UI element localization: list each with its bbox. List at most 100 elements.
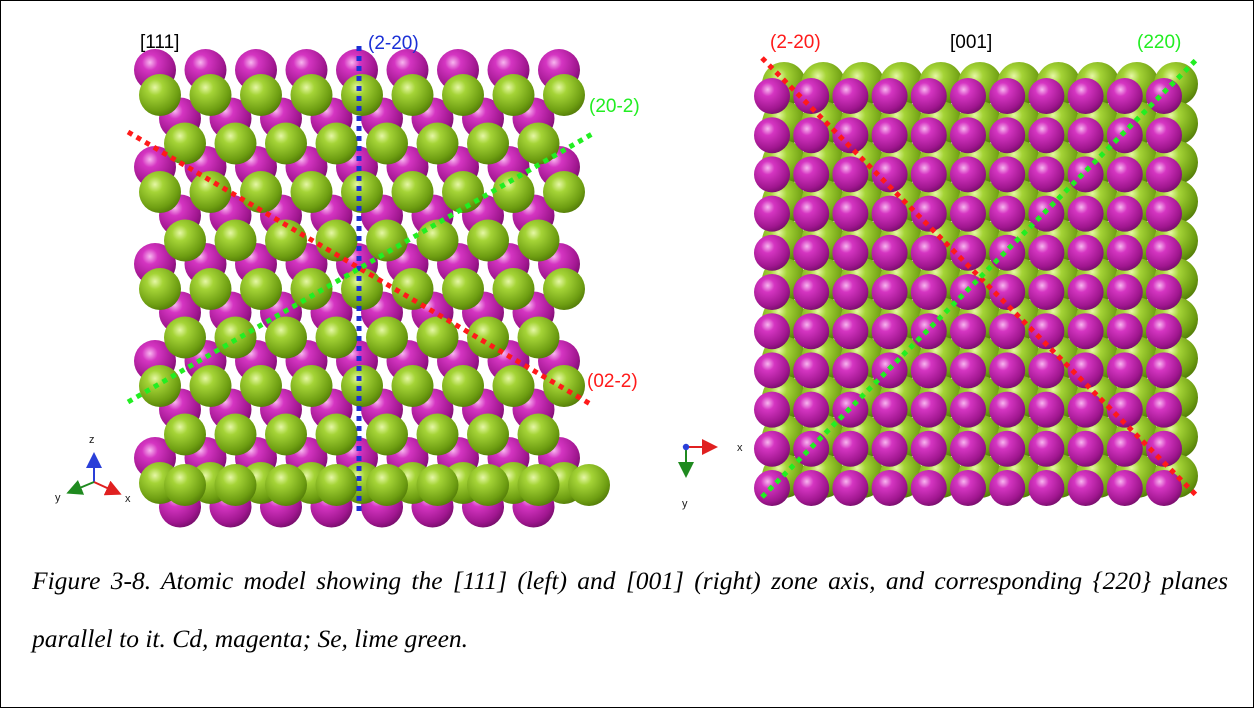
se-atom — [265, 122, 307, 165]
cd-atom — [950, 195, 986, 232]
left-axis-label-y: y — [55, 492, 61, 504]
cd-atom — [754, 313, 790, 350]
se-atom — [517, 316, 560, 359]
cd-atom — [832, 352, 869, 389]
left-axis-label-z: z — [89, 434, 95, 446]
se-atom — [366, 219, 408, 262]
cd-atom — [950, 391, 986, 428]
se-atom — [290, 74, 333, 116]
cd-atom — [950, 156, 986, 193]
se-atom — [467, 413, 509, 456]
cd-atom — [910, 470, 947, 506]
right-axes-triad: x y — [678, 439, 743, 510]
cd-atom — [950, 117, 986, 154]
cd-atom — [1146, 156, 1182, 193]
se-atom — [467, 219, 509, 262]
se-atom — [214, 316, 257, 359]
cd-atom — [1067, 352, 1104, 389]
cd-atom — [1146, 352, 1182, 389]
right-axis-label-x: x — [737, 442, 743, 454]
se-atom — [189, 74, 232, 116]
se-atom — [189, 171, 232, 213]
cd-atom — [989, 391, 1026, 428]
cd-atom — [871, 78, 908, 114]
cd-atom — [1028, 352, 1065, 389]
left-plane-label-green: (20-2) — [589, 96, 640, 117]
se-atom — [366, 413, 408, 456]
se-atom — [416, 122, 459, 165]
right-plane-line-red — [760, 56, 1200, 499]
cd-atom — [1067, 195, 1104, 232]
cd-atom — [793, 117, 830, 154]
se-atom — [517, 464, 560, 506]
se-atom — [366, 122, 408, 165]
y-axis-arrow — [66, 480, 95, 495]
se-atom — [315, 464, 358, 506]
cd-atom — [989, 313, 1026, 350]
cd-atom — [832, 234, 869, 271]
cd-atom — [1067, 274, 1104, 310]
cd-atom — [989, 274, 1026, 310]
cd-atom — [1106, 156, 1143, 193]
se-atom — [315, 316, 358, 359]
se-atom — [265, 464, 307, 506]
se-atom — [164, 413, 206, 456]
cd-atom — [1106, 430, 1143, 467]
se-atom — [416, 413, 459, 456]
cd-atom — [1146, 430, 1182, 467]
cd-atom — [871, 156, 908, 193]
cd-atom — [950, 352, 986, 389]
cd-atom — [989, 470, 1026, 506]
left-plane-label-red: (02-2) — [587, 371, 638, 392]
cd-atom — [1028, 430, 1065, 467]
cd-atom — [793, 274, 830, 310]
se-atom — [290, 171, 333, 213]
cd-atom — [1028, 470, 1065, 506]
cd-atom — [1067, 78, 1104, 114]
se-atom — [265, 316, 307, 359]
cd-atom — [832, 195, 869, 232]
cd-atom — [871, 117, 908, 154]
cd-atom — [1106, 195, 1143, 232]
se-atom — [442, 268, 484, 310]
cd-atom — [1106, 391, 1143, 428]
cd-atom — [832, 156, 869, 193]
cd-atom — [989, 195, 1026, 232]
se-atom — [164, 464, 206, 506]
se-atom — [341, 74, 383, 116]
se-atom — [341, 365, 383, 407]
cd-atom — [1146, 274, 1182, 310]
cd-atom — [754, 195, 790, 232]
se-atom — [492, 365, 535, 407]
cd-atom — [1106, 313, 1143, 350]
right-axis-label-y: y — [682, 498, 688, 510]
cd-atom — [989, 117, 1026, 154]
cd-atom — [832, 78, 869, 114]
se-atom — [543, 268, 585, 310]
origin-dot — [682, 443, 690, 451]
se-atom — [391, 74, 434, 116]
cd-atom — [1028, 274, 1065, 310]
cd-atom — [910, 391, 947, 428]
cd-atom — [1067, 391, 1104, 428]
se-atom — [543, 171, 585, 213]
cd-atom — [950, 234, 986, 271]
se-atom — [240, 268, 282, 310]
cd-atom — [1028, 234, 1065, 271]
cd-atom — [1146, 117, 1182, 154]
se-atom — [265, 413, 307, 456]
cd-atom — [1028, 78, 1065, 114]
se-atom — [164, 316, 206, 359]
se-atom — [139, 171, 181, 213]
cd-atom — [754, 352, 790, 389]
se-atom — [492, 268, 535, 310]
left-axis-label-x: x — [125, 493, 131, 505]
left-plane-label-blue: (2-20) — [368, 33, 419, 54]
cd-atom — [832, 430, 869, 467]
cd-atom — [793, 195, 830, 232]
se-atom — [214, 464, 257, 506]
se-atom — [214, 219, 257, 262]
se-atom — [391, 365, 434, 407]
cd-atom — [950, 313, 986, 350]
cd-atom — [989, 430, 1026, 467]
